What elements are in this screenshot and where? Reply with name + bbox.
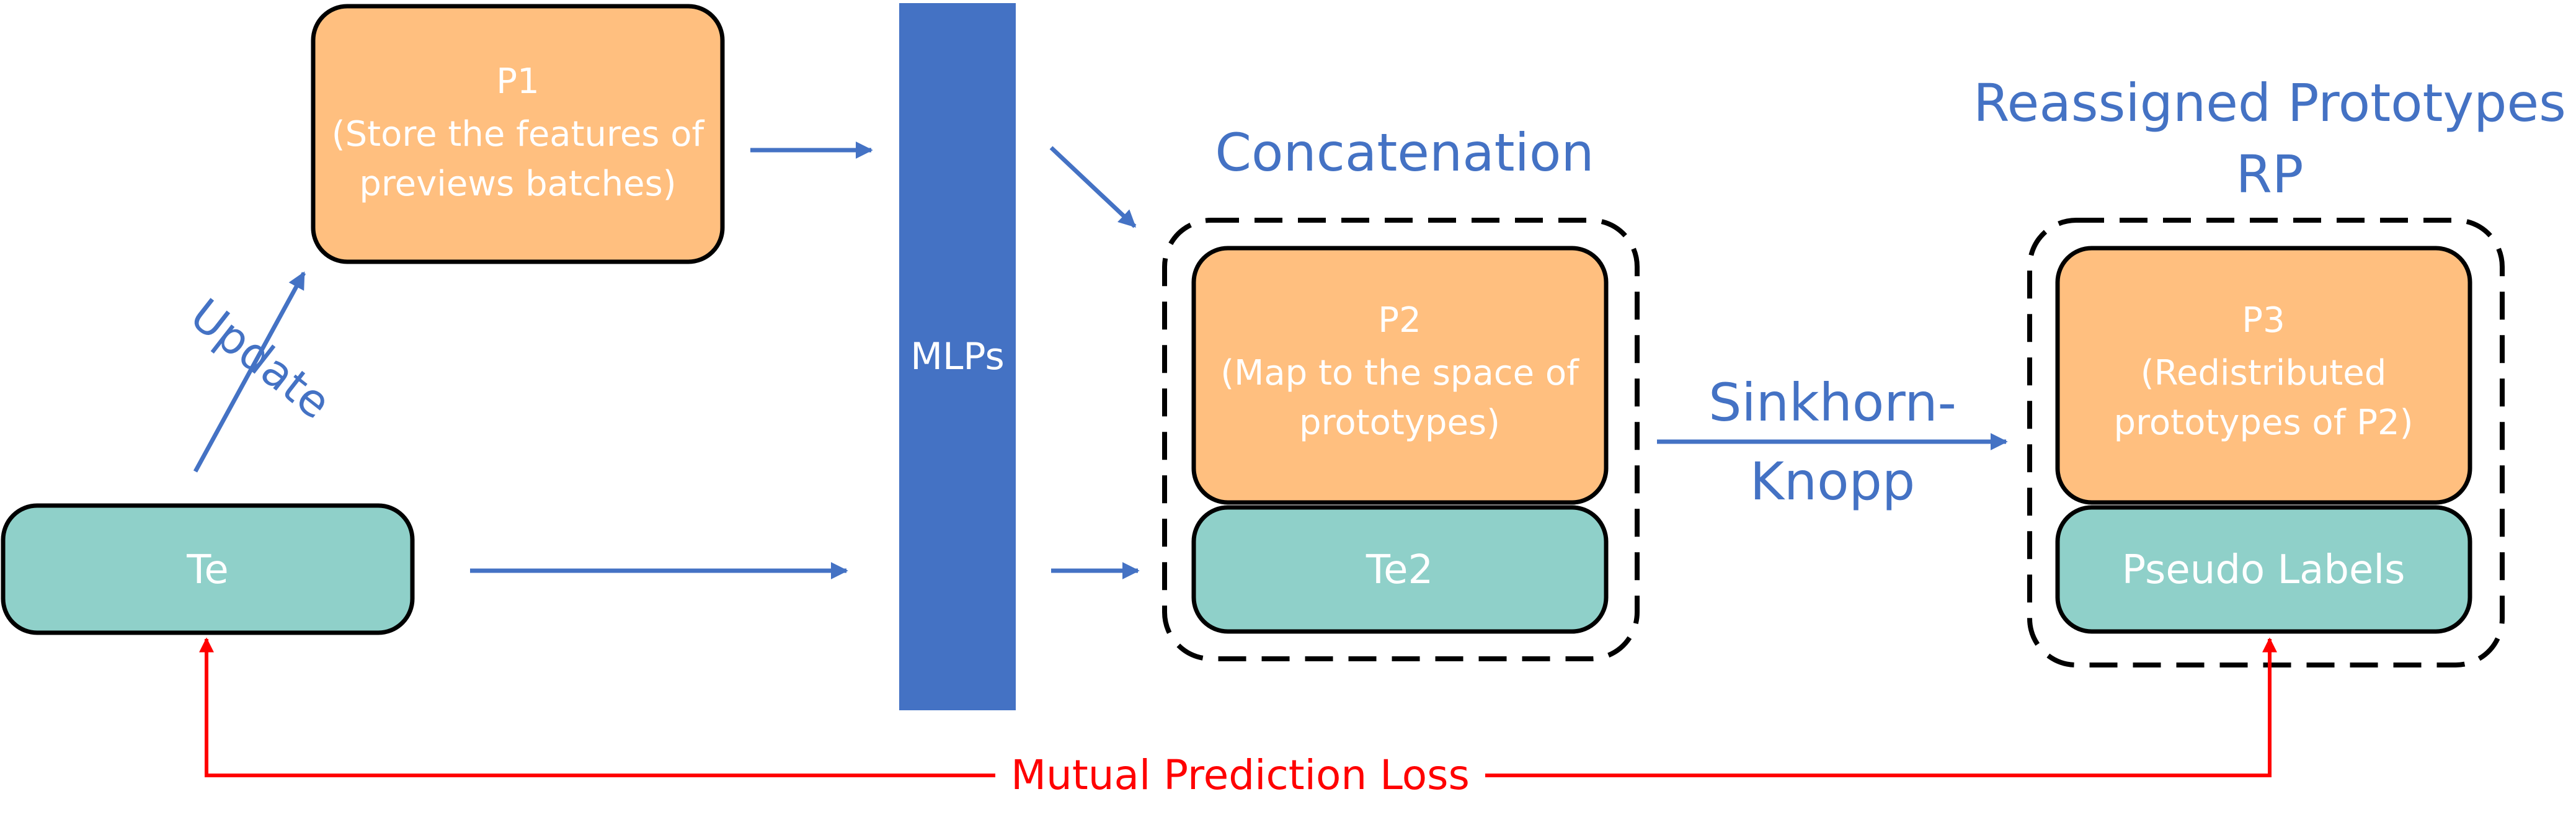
concatenation-group (1162, 218, 1640, 661)
p1-box (311, 4, 725, 264)
p1-desc-line2: previews batches) (359, 164, 676, 204)
pseudo-labels-label: Pseudo Labels (2122, 547, 2405, 593)
mlps-bar (899, 3, 1016, 710)
p2-desc-line2: prototypes) (1299, 403, 1500, 443)
te2-label: Te2 (1366, 547, 1433, 593)
rp-label: RP (2236, 144, 2303, 205)
p2-title: P2 (1378, 300, 1421, 341)
p2-box (1191, 246, 1609, 505)
p1-title: P1 (496, 61, 539, 102)
reassigned-prototypes-label: Reassigned Prototypes (1973, 73, 2566, 133)
p3-desc-line2: prototypes of P2) (2114, 403, 2414, 443)
concatenation-label: Concatenation (1215, 122, 1594, 183)
pseudo-labels-box (2055, 505, 2472, 634)
arrow-te-update-p1 (193, 271, 306, 473)
sinkhorn-label: Sinkhorn- (1708, 372, 1956, 433)
p3-box (2055, 246, 2472, 505)
update-label: Update (181, 288, 340, 429)
knopp-label: Knopp (1750, 451, 1915, 512)
p1-desc-line1: (Store the features of (332, 114, 705, 154)
te-label: Te (186, 547, 229, 593)
mlps-label: MLPs (910, 335, 1005, 378)
p3-desc-line1: (Redistributed (2141, 353, 2387, 393)
te-box (1, 503, 415, 635)
arrow-mlps-to-p2 (1049, 146, 1137, 228)
p3-title: P3 (2242, 300, 2285, 341)
reassigned-group (2027, 218, 2505, 667)
te2-box (1191, 505, 1609, 634)
p2-desc-line1: (Map to the space of (1220, 353, 1579, 393)
mutual-prediction-loss-label: Mutual Prediction Loss (1011, 751, 1470, 799)
